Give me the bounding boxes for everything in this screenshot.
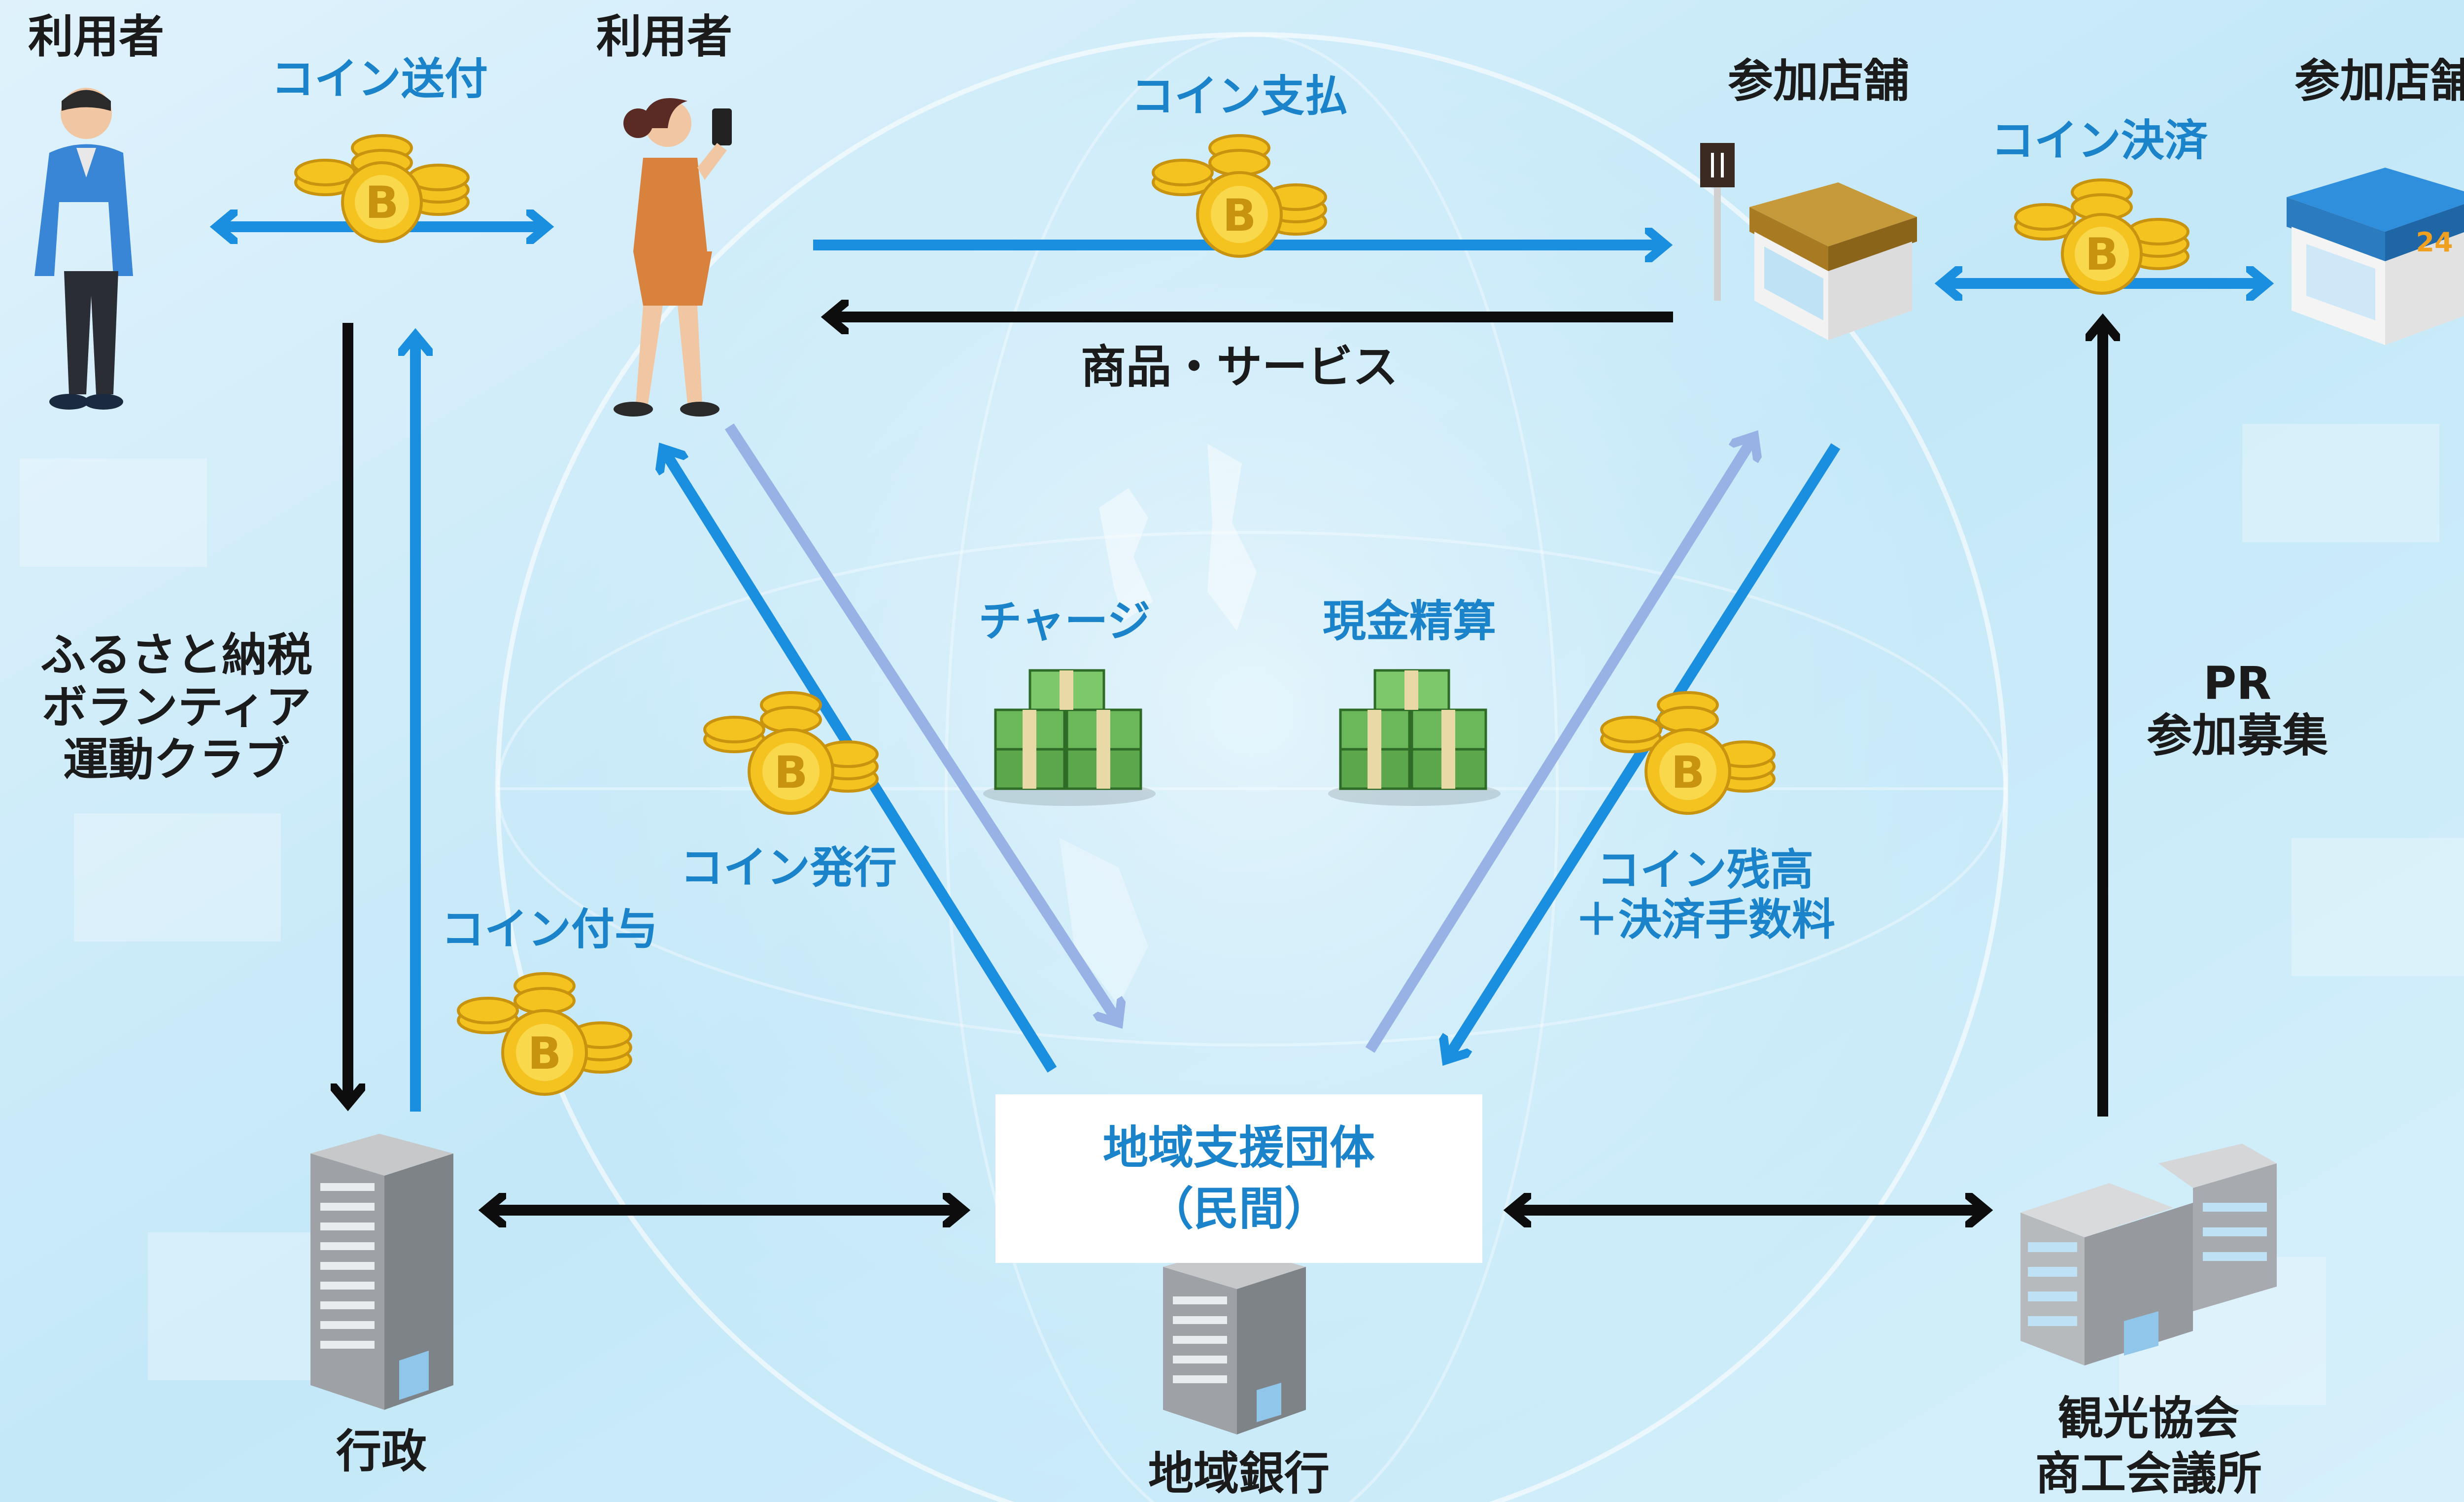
background-tiles: [20, 424, 2464, 1405]
label-government: 行政: [336, 1425, 427, 1478]
person-man-icon: [34, 88, 133, 410]
label-hometown-tax: ふるさと納税 ボランティア 運動クラブ: [40, 629, 313, 786]
label-coin-settlement: コイン決済: [1990, 115, 2208, 166]
arrow-coin-balance: [1446, 443, 1841, 1060]
label-user-left: 利用者: [28, 10, 165, 64]
hub-label-line2: （民間）: [1148, 1183, 1330, 1235]
globe: [495, 32, 2008, 1502]
label-coin-payment: コイン支払: [1130, 70, 1348, 122]
label-shop-right: 参加店舗: [2294, 55, 2464, 108]
label-charge: チャージ: [978, 595, 1151, 647]
coin-stack-icon: B: [294, 134, 470, 243]
label-coin-issue: コイン発行: [680, 842, 897, 893]
label-coin-transfer: コイン送付: [271, 53, 488, 105]
office-building-icon: [310, 1134, 453, 1410]
svg-text:B: B: [365, 177, 399, 229]
shop-icon: [1700, 143, 1917, 340]
svg-text:B: B: [2085, 229, 2119, 280]
svg-text:B: B: [1223, 190, 1257, 242]
label-pr-recruit: PR 参加募集: [2146, 657, 2328, 762]
coin-stack-icon: B: [457, 972, 632, 1096]
label-association-line1: 観光協会: [2057, 1392, 2240, 1445]
svg-text:B: B: [774, 747, 808, 799]
coin-stack-icon: B: [2014, 178, 2190, 295]
coin-stack-icon: B: [1600, 691, 1776, 815]
label-cash-settlement: 現金精算: [1322, 595, 1497, 647]
coin-stack-icon: B: [703, 691, 879, 815]
person-woman-phone-icon: [614, 98, 732, 417]
hub-label-line1: 地域支援団体: [1102, 1121, 1375, 1174]
svg-text:B: B: [528, 1028, 562, 1080]
arrow-charge: [724, 423, 1119, 1023]
coin-stack-icon: B: [1152, 134, 1327, 258]
label-user-right: 利用者: [596, 10, 733, 64]
hub-support-organization: 地域支援団体 （民間）: [995, 1094, 1482, 1263]
office-building-icon: [1163, 1247, 1306, 1434]
svg-text:24: 24: [2416, 227, 2453, 258]
label-coin-grant: コイン付与: [441, 904, 658, 955]
convenience-store-icon: 24: [2287, 168, 2464, 345]
label-association-line2: 商工会議所: [2035, 1447, 2262, 1501]
label-goods-services: 商品・サービス: [1080, 341, 1399, 394]
label-coin-balance-fee: コイン残高 ＋決済手数料: [1574, 844, 1836, 945]
cash-bundle-icon: [983, 669, 1156, 806]
label-shop-left: 参加店舗: [1727, 55, 1910, 108]
arrow-cash-settlement: [1365, 436, 1754, 1053]
office-building-icon: [2020, 1144, 2277, 1365]
label-regional-bank: 地域銀行: [1148, 1447, 1330, 1501]
svg-text:B: B: [1671, 747, 1705, 799]
cash-bundle-icon: [1328, 669, 1501, 806]
